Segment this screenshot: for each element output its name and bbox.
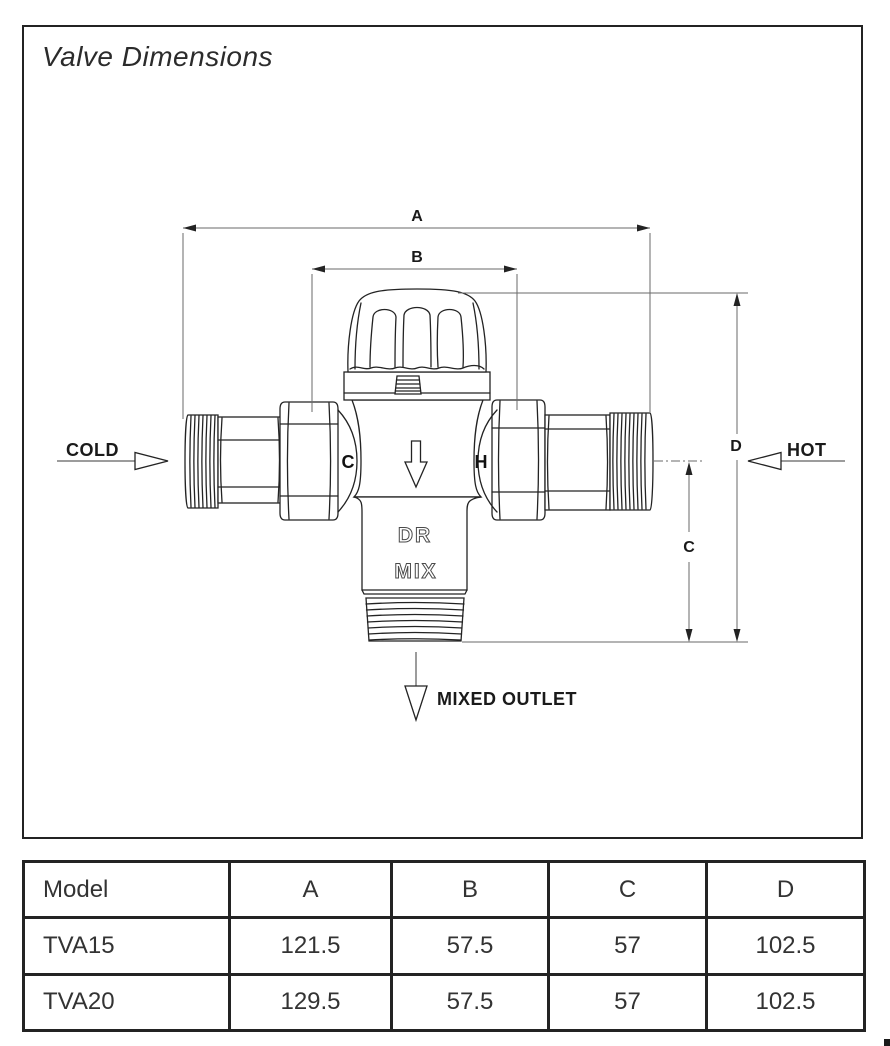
hot-inlet-thread	[609, 412, 654, 511]
cell-model: TVA15	[22, 916, 231, 976]
dimension-d-label: D	[730, 438, 742, 455]
mixed-outlet-thread	[365, 597, 465, 642]
hot-inlet-tailpiece	[544, 414, 611, 511]
header-d: D	[705, 859, 866, 920]
cold-union-nut	[279, 401, 339, 521]
valve-body-drawing: C H DR MIX	[184, 288, 654, 642]
port-label-hot: H	[475, 452, 488, 472]
hot-arrowhead-icon	[747, 451, 782, 471]
dimensions-table: Model A B C D TVA15 121.5 57.5 57 102.5 …	[22, 859, 866, 1033]
dimension-a: A	[182, 208, 651, 419]
header-b: B	[390, 859, 550, 920]
cell-b: 57.5	[390, 972, 550, 1033]
adjustment-collar	[343, 371, 491, 401]
engraving-dr: DR	[398, 524, 432, 547]
page-title: Valve Dimensions	[42, 41, 274, 72]
cold-inlet-tailpiece	[217, 416, 283, 504]
mixed-outlet-label: MIXED OUTLET	[437, 689, 577, 709]
dimension-b-label: B	[411, 249, 423, 266]
port-label-cold: C	[342, 452, 355, 472]
hot-flow-arrow: HOT	[747, 440, 845, 471]
cell-c: 57	[547, 916, 708, 976]
table-row: TVA20 129.5 57.5 57 102.5	[22, 972, 866, 1033]
mixed-outlet-arrow: MIXED OUTLET	[404, 652, 577, 723]
cell-model: TVA20	[22, 972, 231, 1033]
dimension-b: B	[311, 249, 518, 412]
header-a: A	[228, 859, 393, 920]
dimension-c-label: C	[683, 539, 695, 556]
engraving-mix: MIX	[394, 560, 437, 583]
mix-outlet-body	[353, 496, 482, 595]
body-flow-down-arrow-icon	[404, 440, 428, 489]
temperature-knob	[347, 288, 487, 373]
cold-label: COLD	[66, 440, 119, 460]
cell-c: 57	[547, 972, 708, 1033]
dimension-annotations: A B D C COLD	[57, 208, 845, 723]
cell-d: 102.5	[705, 916, 866, 976]
dimension-a-label: A	[411, 208, 423, 225]
cell-d: 102.5	[705, 972, 866, 1033]
hot-label: HOT	[787, 440, 827, 460]
table-row: TVA15 121.5 57.5 57 102.5	[22, 916, 866, 976]
cold-arrowhead-icon	[134, 451, 169, 471]
dimension-d: D	[458, 292, 748, 643]
header-c: C	[547, 859, 708, 920]
table-header-row: Model A B C D	[22, 859, 866, 920]
hot-union-nut	[491, 399, 546, 521]
dimension-c: C	[654, 460, 704, 642]
cold-flow-arrow: COLD	[57, 440, 169, 471]
mixed-outlet-arrowhead-icon	[404, 685, 428, 723]
cell-b: 57.5	[390, 916, 550, 976]
cell-a: 121.5	[228, 916, 393, 976]
cold-inlet-thread	[184, 414, 219, 509]
page-corner-mark	[884, 1039, 890, 1046]
cell-a: 129.5	[228, 972, 393, 1033]
header-model: Model	[22, 859, 231, 920]
